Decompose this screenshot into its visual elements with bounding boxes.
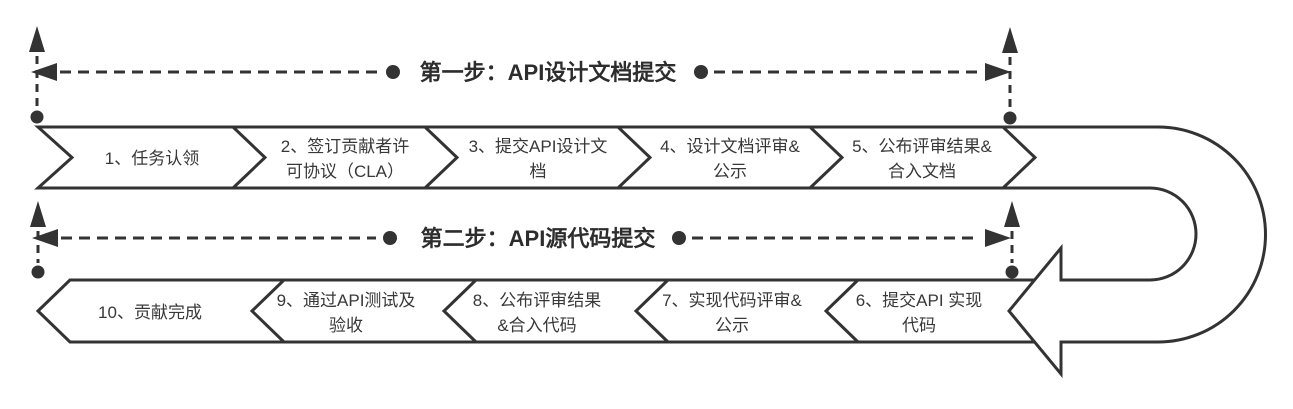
step-label-line2: 档 — [530, 162, 547, 181]
step-label-line1: 2、签订贡献者许 — [281, 137, 409, 156]
step-2: 2、签订贡献者许 可协议（CLA） — [281, 137, 409, 181]
phase1-band-loop — [34, 125, 1267, 379]
step-label-line2: 代码 — [902, 316, 936, 335]
step-label-line1: 1、任务认领 — [105, 149, 199, 168]
step-6: 6、提交API 实现 代码 — [856, 291, 983, 335]
step-label-line1: 10、贡献完成 — [98, 303, 202, 322]
step-label-line2: 验收 — [329, 316, 363, 335]
step-10: 10、贡献完成 — [98, 303, 202, 322]
bullet-icon — [386, 65, 400, 79]
chevron-separator — [616, 125, 653, 190]
phase2-title: 第二步：API源代码提交 — [421, 226, 656, 251]
chevron-separator — [823, 278, 860, 344]
phase1-span-bracket: 第一步：API设计文档提交 — [29, 26, 1018, 125]
phase1-title: 第一步：API设计文档提交 — [420, 60, 677, 85]
left-arrow-icon — [31, 63, 57, 81]
up-arrow-icon — [1004, 201, 1020, 227]
chevron-separator — [231, 125, 268, 190]
phase1-separators — [231, 125, 1038, 190]
left-arrow-icon — [32, 229, 58, 247]
chevron-separator — [808, 125, 845, 190]
step-label-line2: 合入文档 — [888, 162, 956, 181]
step-label-line2: 公示 — [713, 162, 747, 181]
phase2-steps: 6、提交API 实现 代码 7、实现代码评审& 公示 8、公布评审结果 &合入代… — [98, 291, 982, 335]
step-label-line2: 可协议（CLA） — [286, 162, 404, 181]
bullet-icon — [383, 231, 397, 245]
step-label-line1: 8、公布评审结果 — [473, 291, 601, 310]
phase2-separators — [249, 278, 860, 344]
step-label-line2: &合入代码 — [497, 316, 576, 335]
bullet-icon — [672, 231, 686, 245]
step-label-line1: 3、提交API设计文 — [469, 137, 608, 156]
step-label-line1: 5、公布评审结果& — [852, 137, 992, 156]
right-arrow-icon — [985, 63, 1011, 81]
chevron-separator — [441, 278, 478, 344]
connector-dot — [31, 265, 45, 279]
step-label-line2: 公示 — [715, 316, 749, 335]
up-arrow-icon — [29, 26, 45, 52]
step-label-line1: 6、提交API 实现 — [856, 291, 983, 310]
phase2-span-bracket: 第二步：API源代码提交 — [30, 201, 1020, 279]
up-arrow-icon — [1002, 27, 1018, 53]
step-9: 9、通过API测试及 验收 — [277, 291, 416, 335]
connector-dot — [1003, 111, 1017, 125]
step-7: 7、实现代码评审& 公示 — [662, 291, 802, 335]
bullet-icon — [694, 65, 708, 79]
step-8: 8、公布评审结果 &合入代码 — [473, 291, 601, 335]
step-5: 5、公布评审结果& 合入文档 — [852, 137, 992, 181]
step-1: 1、任务认领 — [105, 149, 199, 168]
step-label-line1: 4、设计文档评审& — [660, 137, 800, 156]
chevron-separator — [633, 278, 670, 344]
chevron-separator — [423, 125, 460, 190]
step-4: 4、设计文档评审& 公示 — [660, 137, 800, 181]
chevron-separator — [249, 278, 286, 344]
step-label-line1: 9、通过API测试及 — [277, 291, 416, 310]
chevron-separator — [1001, 125, 1038, 190]
connector-dot — [30, 110, 44, 124]
connector-dot — [1005, 265, 1019, 279]
step-label-line1: 7、实现代码评审& — [662, 291, 802, 310]
right-arrow-icon — [985, 229, 1011, 247]
step-3: 3、提交API设计文 档 — [469, 137, 608, 181]
up-arrow-icon — [30, 201, 46, 227]
phase1-steps: 1、任务认领 2、签订贡献者许 可协议（CLA） 3、提交API设计文 档 4、… — [105, 137, 993, 181]
